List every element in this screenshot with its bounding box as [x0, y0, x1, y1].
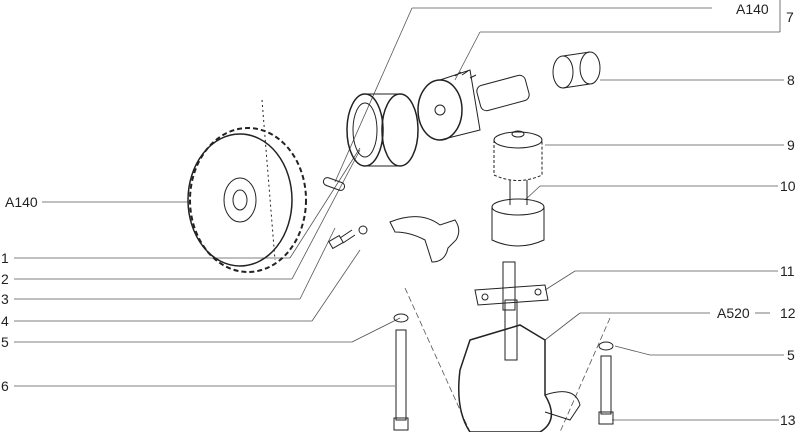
- bushing-part: [552, 51, 601, 89]
- pin-part: [322, 177, 346, 191]
- callout-10: 10: [779, 178, 797, 194]
- oil-pump-part: [458, 299, 581, 432]
- driven-gear-part: [493, 130, 543, 181]
- screw-washer-part: [328, 225, 368, 250]
- callout-2: 2: [0, 271, 10, 287]
- bearing-ring-part: [346, 93, 419, 167]
- callout-4: 4: [0, 313, 10, 329]
- callout-5-left: 5: [0, 334, 10, 350]
- leader-lines: [14, 0, 784, 432]
- callout-3: 3: [0, 291, 10, 307]
- ref-a520: A520: [716, 305, 751, 321]
- callout-11: 11: [779, 263, 796, 279]
- callout-8: 8: [786, 72, 796, 88]
- callout-9: 9: [786, 137, 796, 153]
- callout-12: 12: [779, 305, 797, 321]
- bracket-part: [389, 216, 460, 263]
- callout-13: 13: [779, 412, 797, 428]
- bolt-right-part: [598, 341, 614, 425]
- shaft-housing-part: [491, 180, 545, 247]
- timing-sprocket-part: [187, 99, 307, 273]
- callout-1: 1: [0, 250, 10, 266]
- callout-7: 7: [785, 9, 795, 25]
- callout-6: 6: [0, 378, 10, 394]
- callout-5-right: 5: [786, 347, 796, 363]
- ref-a140-left: A140: [4, 194, 39, 210]
- bolt-left-part: [393, 313, 409, 431]
- gasket-plate-part: [474, 261, 549, 311]
- drive-gear-shaft-part: [417, 69, 530, 141]
- ref-a140-top: A140: [735, 1, 770, 17]
